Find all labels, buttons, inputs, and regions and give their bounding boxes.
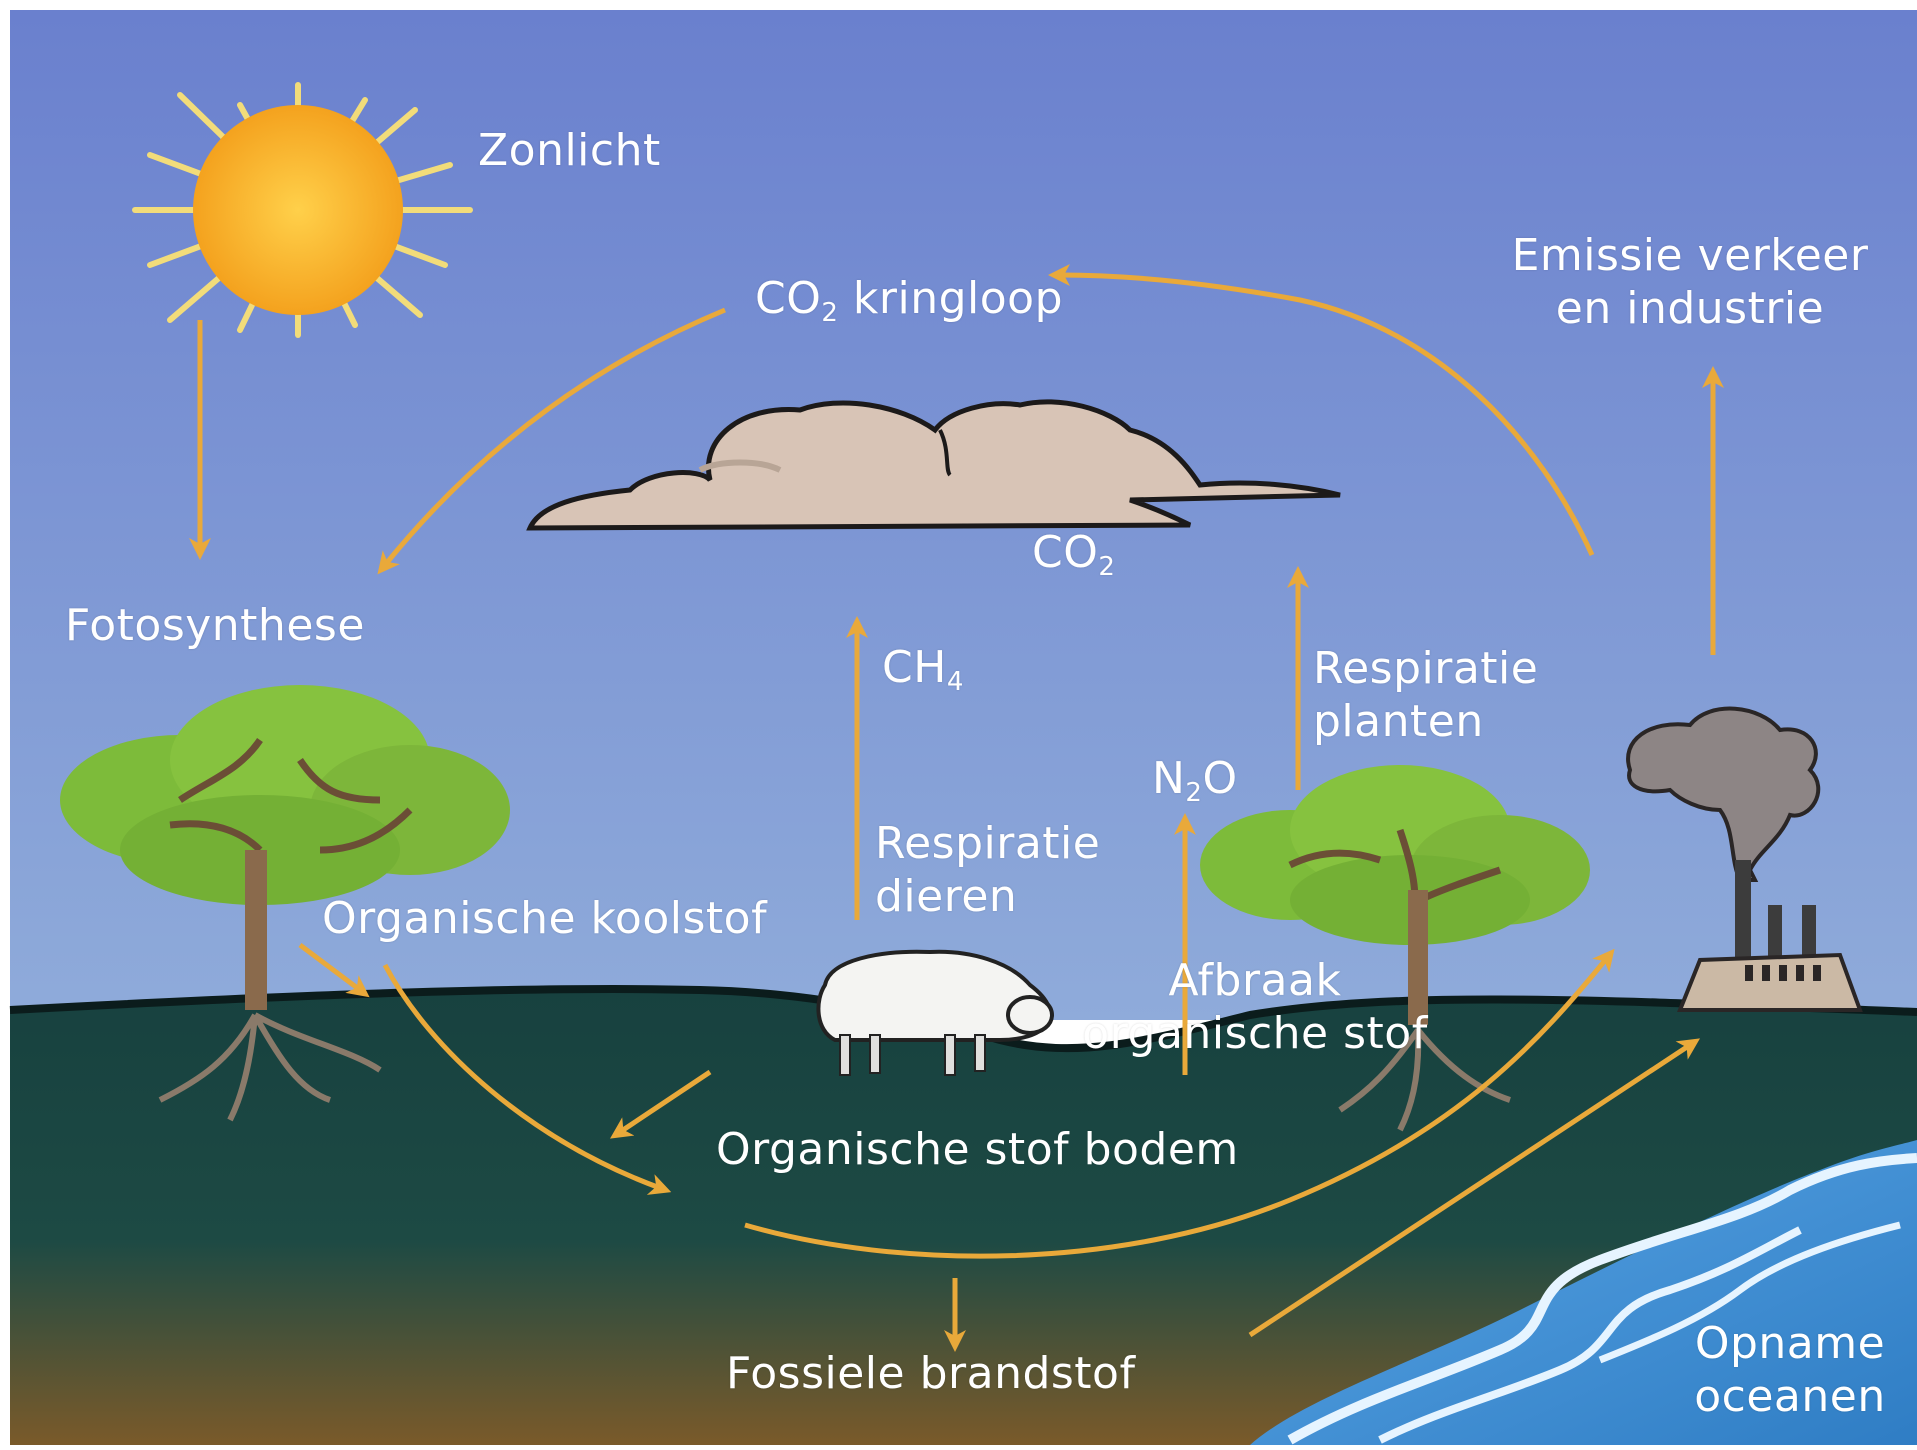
label-n2o: N2O bbox=[1152, 753, 1238, 808]
label-fotosynthese: Fotosynthese bbox=[65, 600, 365, 651]
label-organische-koolstof: Organische koolstof bbox=[322, 893, 768, 944]
arrow-soil-arc bbox=[744, 948, 1615, 1259]
ground bbox=[10, 989, 1917, 1445]
cloud-icon bbox=[526, 399, 1341, 531]
arrow-kringloop-left bbox=[377, 307, 726, 575]
right-tree-icon bbox=[1200, 765, 1590, 1132]
ocean-wave-1 bbox=[1287, 1153, 1917, 1445]
left-tree-icon bbox=[60, 685, 510, 1122]
ocean-wave-2 bbox=[1378, 1226, 1802, 1444]
label-fossiele-brandstof: Fossiele brandstof bbox=[726, 1348, 1136, 1399]
ocean bbox=[1250, 1140, 1917, 1445]
factory-icon bbox=[1626, 706, 1863, 1012]
sheep-icon bbox=[816, 949, 1054, 1076]
label-organische-stof-bodem: Organische stof bodem bbox=[716, 1124, 1239, 1175]
arrow-sheep-to-soil bbox=[610, 1069, 712, 1139]
label-co2: CO2 bbox=[1032, 527, 1116, 582]
label-ch4: CH4 bbox=[882, 642, 964, 697]
label-zonlicht: Zonlicht bbox=[478, 125, 661, 176]
sun-icon bbox=[132, 82, 473, 338]
arrow-kringloop-right bbox=[1048, 264, 1595, 557]
label-co2-kringloop: CO2 kringloop bbox=[755, 273, 1063, 328]
arrow-ocean-uptake bbox=[1248, 1038, 1701, 1338]
arrow-roots-small bbox=[298, 943, 370, 998]
arrow-carbon-to-soil bbox=[382, 963, 672, 1195]
ocean-wave-3 bbox=[1598, 1221, 1901, 1364]
